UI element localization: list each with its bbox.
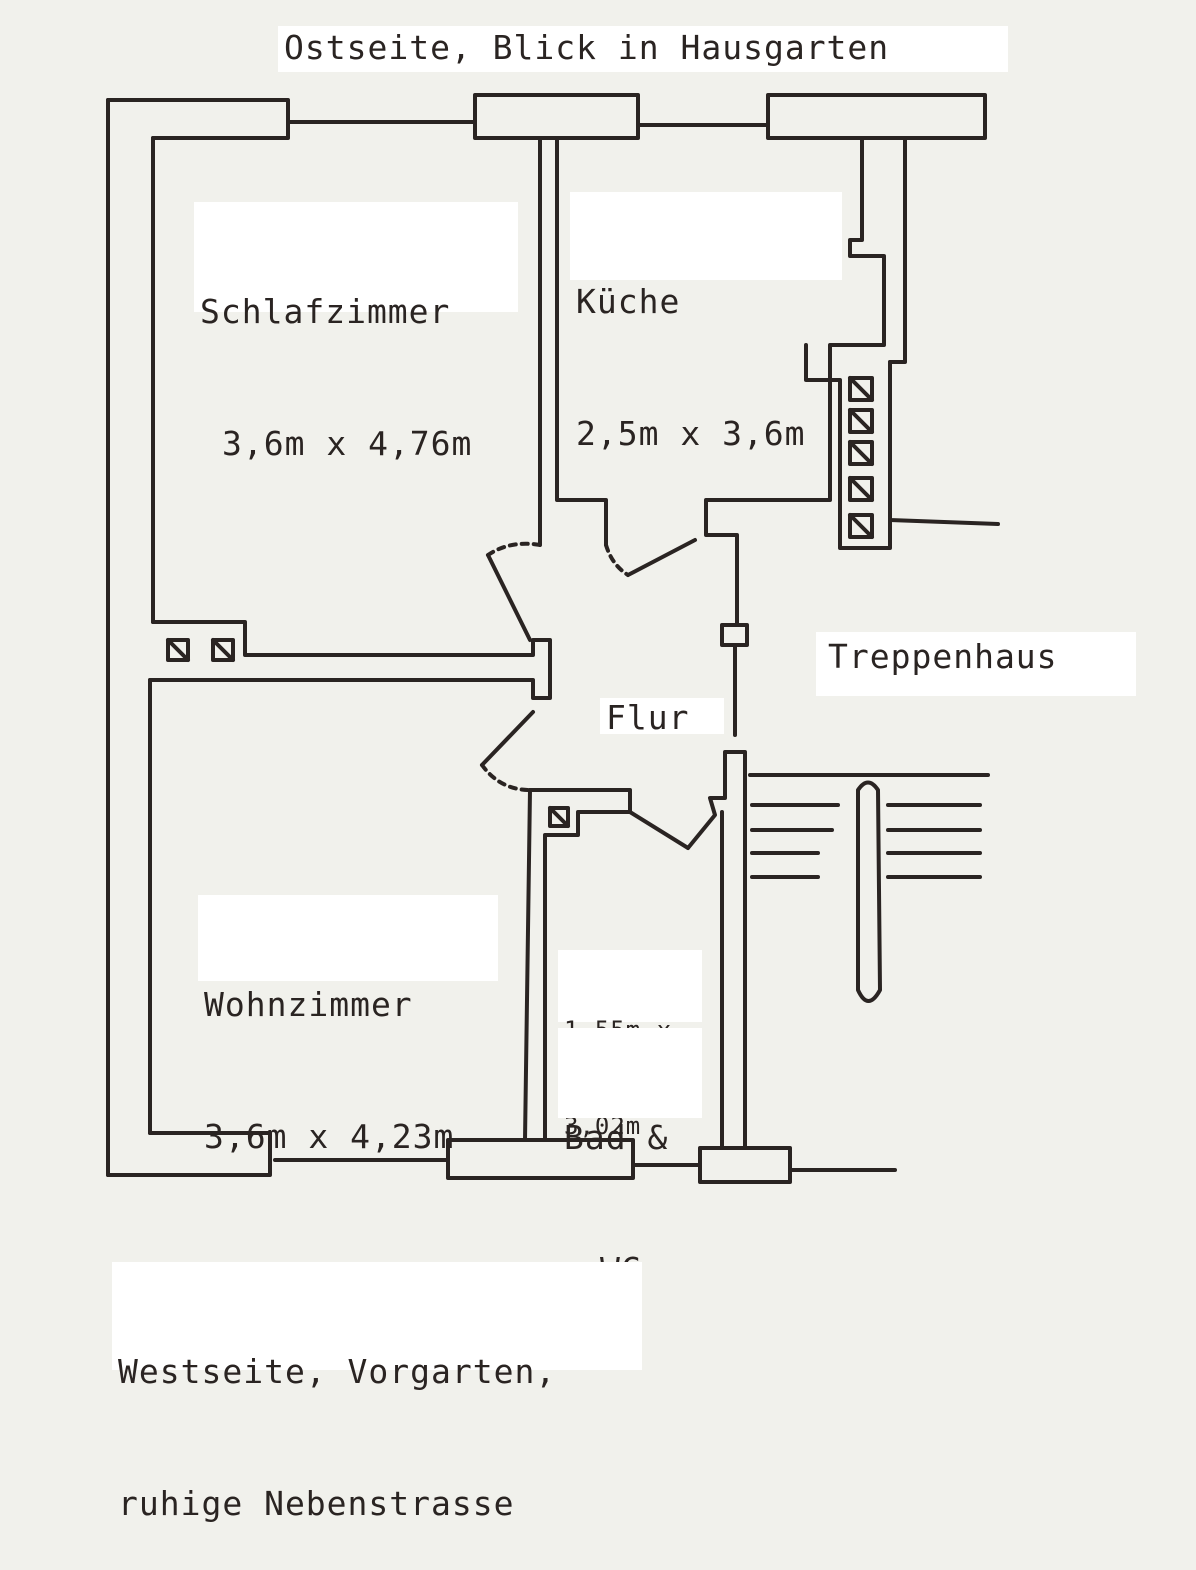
west-side-label: Westseite, Vorgarten, ruhige Nebenstrass…	[112, 1262, 642, 1523]
bad-size-label: 1,55m x 3,02m	[558, 950, 702, 1140]
door-kueche-swing	[604, 543, 630, 577]
schlafzimmer-label: Schlafzimmer 3,6m x 4,76m	[194, 202, 518, 463]
west-side-line1: Westseite, Vorgarten,	[118, 1352, 557, 1391]
wall-sz-kueche	[538, 136, 608, 547]
bad-name-line1: Bad &	[564, 1118, 669, 1157]
wohnzimmer-name: Wohnzimmer	[204, 985, 413, 1024]
wall-flur-right	[720, 623, 749, 647]
bottom-wall-1	[106, 1131, 272, 1177]
flur-label: Flur	[600, 698, 724, 737]
door-kueche	[626, 538, 697, 577]
kueche-label: Küche 2,5m x 3,6m	[570, 192, 842, 453]
top-wall-1	[106, 98, 290, 140]
bad-name-label: Bad & WC	[558, 1028, 702, 1289]
schlafzimmer-size: 3,6m x 4,76m	[222, 424, 473, 463]
door-wohnzimmer	[480, 710, 535, 767]
bottom-wall-2	[446, 1138, 635, 1180]
door-bad	[628, 810, 690, 850]
door-schlafzimmer-swing	[486, 541, 542, 557]
kueche-size: 2,5m x 3,6m	[576, 414, 806, 453]
bottom-wall-3	[698, 1146, 792, 1184]
schlafzimmer-name: Schlafzimmer	[200, 292, 451, 331]
chimney	[804, 343, 892, 550]
door-wohnzimmer-swing	[480, 763, 532, 792]
door-schlafzimmer	[486, 553, 532, 642]
wall-bad-left	[523, 788, 532, 1142]
floor-plan	[106, 93, 1000, 1184]
stair-handrail	[856, 780, 882, 1003]
stair-steps	[750, 803, 982, 879]
bad-flue	[548, 806, 570, 828]
east-side-label: Ostseite, Blick in Hausgarten	[278, 26, 1008, 72]
wall-sz-wz	[148, 620, 552, 700]
wall-bad-top	[528, 788, 632, 1142]
west-side-line2: ruhige Nebenstrasse	[118, 1484, 515, 1523]
top-wall-3	[766, 93, 987, 140]
wall-kueche-right	[704, 136, 886, 627]
wohnzimmer-size: 3,6m x 4,23m	[204, 1117, 455, 1156]
wohnzimmer-label: Wohnzimmer 3,6m x 4,23m	[198, 895, 498, 1156]
wall-flues	[166, 638, 235, 662]
kueche-name: Küche	[576, 282, 681, 321]
top-wall-2	[473, 93, 640, 140]
chimney-flues	[848, 376, 874, 539]
wall-stair-outer	[888, 136, 1000, 526]
treppenhaus-label: Treppenhaus	[816, 632, 1136, 696]
